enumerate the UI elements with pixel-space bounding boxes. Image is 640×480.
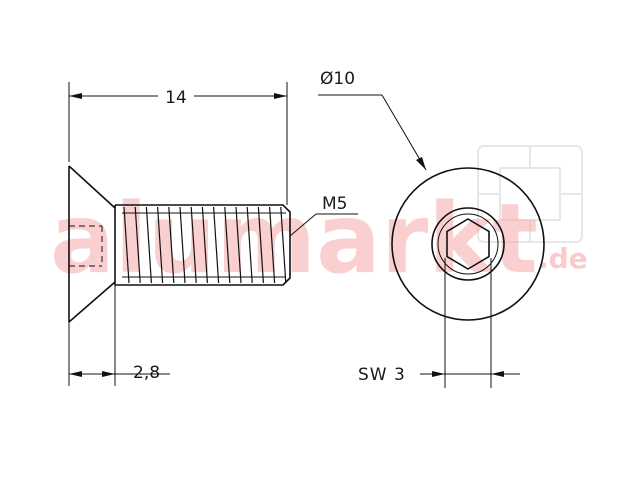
screw-shank-outline bbox=[114, 204, 291, 286]
dim-head-diameter: Ø10 bbox=[318, 69, 427, 171]
thread-crest bbox=[213, 206, 220, 284]
thread-crest bbox=[157, 206, 164, 284]
overall-length-label: 14 bbox=[165, 88, 187, 108]
thread-crest bbox=[123, 206, 130, 284]
socket-inner-circle bbox=[437, 213, 499, 275]
watermark-brand: alumarkt bbox=[50, 183, 538, 295]
thread-crest bbox=[246, 206, 253, 284]
thread-crest bbox=[257, 206, 264, 284]
thread-crest bbox=[168, 206, 175, 284]
thread-crest bbox=[235, 206, 242, 284]
thread-crest bbox=[134, 206, 141, 284]
thread-crest bbox=[280, 206, 287, 284]
head-outer-circle bbox=[391, 167, 545, 321]
screw-top-view bbox=[391, 167, 545, 321]
profile-logo-icon bbox=[477, 145, 583, 243]
socket-counterbore-circle bbox=[431, 207, 505, 281]
socket-size-label: SW 3 bbox=[358, 365, 406, 385]
thread-label: M5 bbox=[322, 194, 347, 214]
thread-crest bbox=[224, 206, 231, 284]
dim-head-height: 2,8 bbox=[68, 285, 170, 386]
thread-crest bbox=[179, 206, 186, 284]
thread-crest bbox=[145, 206, 152, 284]
head-height-label: 2,8 bbox=[133, 363, 160, 383]
thread-crest bbox=[201, 206, 208, 284]
watermark-domain: .de bbox=[538, 242, 588, 275]
head-diameter-label: Ø10 bbox=[320, 69, 355, 89]
dim-socket-size: SW 3 bbox=[358, 258, 520, 388]
watermark: alumarkt .de bbox=[50, 145, 588, 295]
socket-hidden-lines bbox=[69, 225, 103, 267]
thread-crest bbox=[190, 206, 197, 284]
screw-head-profile bbox=[68, 165, 116, 323]
hex-socket bbox=[446, 218, 490, 270]
screw-side-view bbox=[68, 165, 291, 323]
dim-overall-length: 14 bbox=[68, 82, 288, 205]
dim-thread: M5 bbox=[289, 194, 358, 237]
thread-crest bbox=[269, 206, 276, 284]
thread-crests bbox=[123, 206, 287, 284]
